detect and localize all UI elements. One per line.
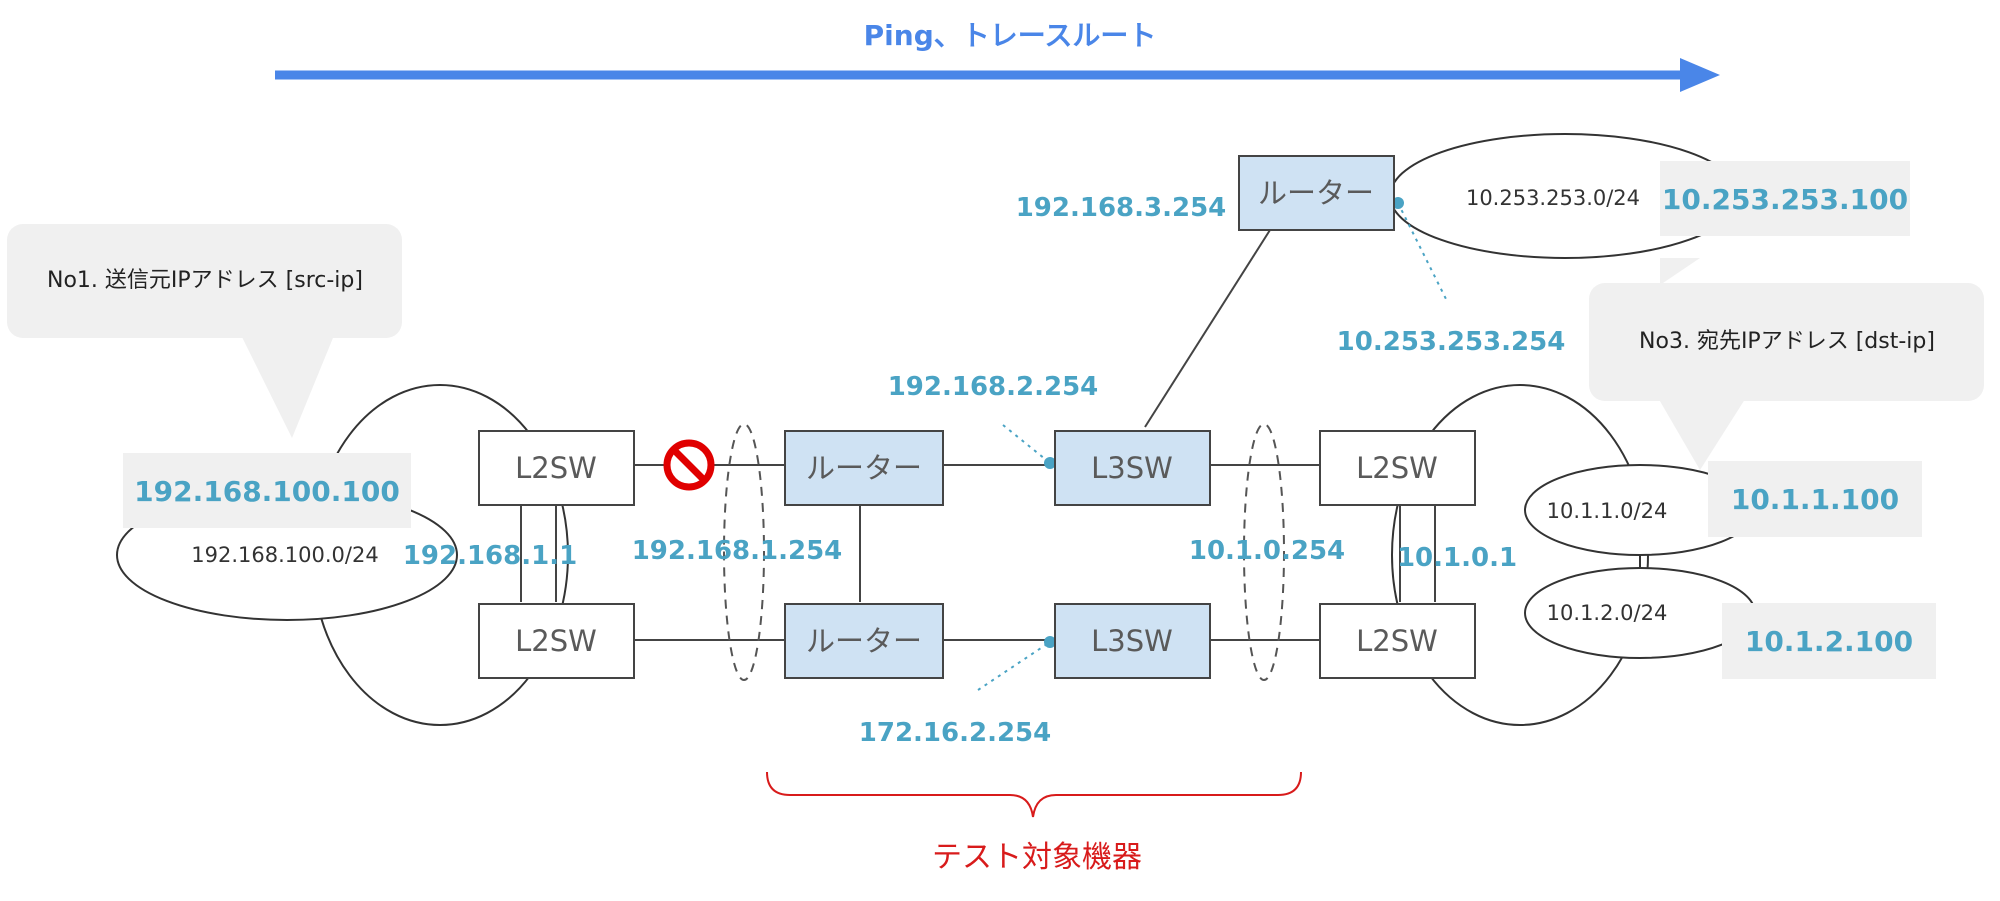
ip-router-l3-top: 192.168.2.254 bbox=[888, 372, 1099, 402]
top-host-box bbox=[1660, 161, 1910, 236]
dst-host1-box bbox=[1708, 461, 1922, 537]
test-target-brace: テスト対象機器 bbox=[766, 771, 1302, 875]
device-l2sw-right-bottom: L2SW bbox=[1319, 603, 1476, 679]
svg-text:L3SW: L3SW bbox=[1091, 624, 1173, 658]
dst-host1-ip: 10.1.1.100 bbox=[1731, 483, 1899, 516]
svg-text:L2SW: L2SW bbox=[1356, 624, 1438, 658]
pointer-lines bbox=[977, 202, 1449, 691]
dst-network1-label: 10.1.1.0/24 bbox=[1547, 499, 1668, 523]
diagram-title: Ping、トレースルート bbox=[864, 19, 1157, 52]
interface-dots bbox=[1044, 197, 1404, 648]
device-l2sw-right-top: L2SW bbox=[1319, 430, 1476, 506]
svg-text:L2SW: L2SW bbox=[515, 624, 597, 658]
callout-dst: No3. 宛先IPアドレス [dst-ip] bbox=[1589, 283, 1984, 470]
src-network-label: 192.168.100.0/24 bbox=[191, 543, 378, 567]
dst-host2-box bbox=[1722, 603, 1936, 679]
ip-gw-left: 192.168.1.1 bbox=[403, 541, 577, 571]
test-target-label: テスト対象機器 bbox=[932, 840, 1142, 875]
device-router-bottom: ルーター bbox=[784, 603, 944, 679]
direction-arrow bbox=[275, 58, 1720, 92]
svg-text:No3. 宛先IPアドレス [dst-ip]: No3. 宛先IPアドレス [dst-ip] bbox=[1639, 329, 1935, 354]
svg-text:L3SW: L3SW bbox=[1091, 451, 1173, 485]
device-l3sw-top: L3SW bbox=[1054, 430, 1211, 506]
ip-top-router-in: 192.168.3.254 bbox=[1016, 193, 1227, 223]
svg-text:ルーター: ルーター bbox=[806, 624, 922, 658]
ip-top-router-out: 10.253.253.254 bbox=[1337, 327, 1566, 357]
top-host-ip: 10.253.253.100 bbox=[1662, 183, 1908, 216]
dst-host2-ip: 10.1.2.100 bbox=[1745, 625, 1913, 658]
svg-text:L2SW: L2SW bbox=[515, 451, 597, 485]
svg-text:No1. 送信元IPアドレス [src-ip]: No1. 送信元IPアドレス [src-ip] bbox=[47, 268, 363, 293]
prohibited-icon bbox=[663, 439, 715, 491]
device-router-upper: ルーター bbox=[1238, 155, 1395, 231]
callout-src: No1. 送信元IPアドレス [src-ip] bbox=[7, 224, 402, 438]
device-router-top: ルーター bbox=[784, 430, 944, 506]
device-l2sw-left-top: L2SW bbox=[478, 430, 635, 506]
svg-text:ルーター: ルーター bbox=[806, 451, 922, 485]
top-network-label: 10.253.253.0/24 bbox=[1466, 186, 1640, 210]
dst-network2-label: 10.1.2.0/24 bbox=[1547, 601, 1668, 625]
src-host-ip: 192.168.100.100 bbox=[134, 475, 400, 508]
top-host-callout-pointer bbox=[1660, 258, 1700, 285]
svg-text:ルーター: ルーター bbox=[1258, 176, 1374, 210]
src-host-box bbox=[123, 453, 411, 528]
ip-router-left: 192.168.1.254 bbox=[632, 536, 843, 566]
device-l2sw-left-bottom: L2SW bbox=[478, 603, 635, 679]
device-l3sw-bottom: L3SW bbox=[1054, 603, 1211, 679]
ip-router-l3-bottom: 172.16.2.254 bbox=[859, 718, 1051, 748]
links bbox=[520, 229, 1436, 641]
link-groups bbox=[723, 423, 1285, 681]
ip-gw-right: 10.1.0.1 bbox=[1397, 543, 1517, 573]
svg-text:L2SW: L2SW bbox=[1356, 451, 1438, 485]
ip-l3-right: 10.1.0.254 bbox=[1189, 536, 1345, 566]
